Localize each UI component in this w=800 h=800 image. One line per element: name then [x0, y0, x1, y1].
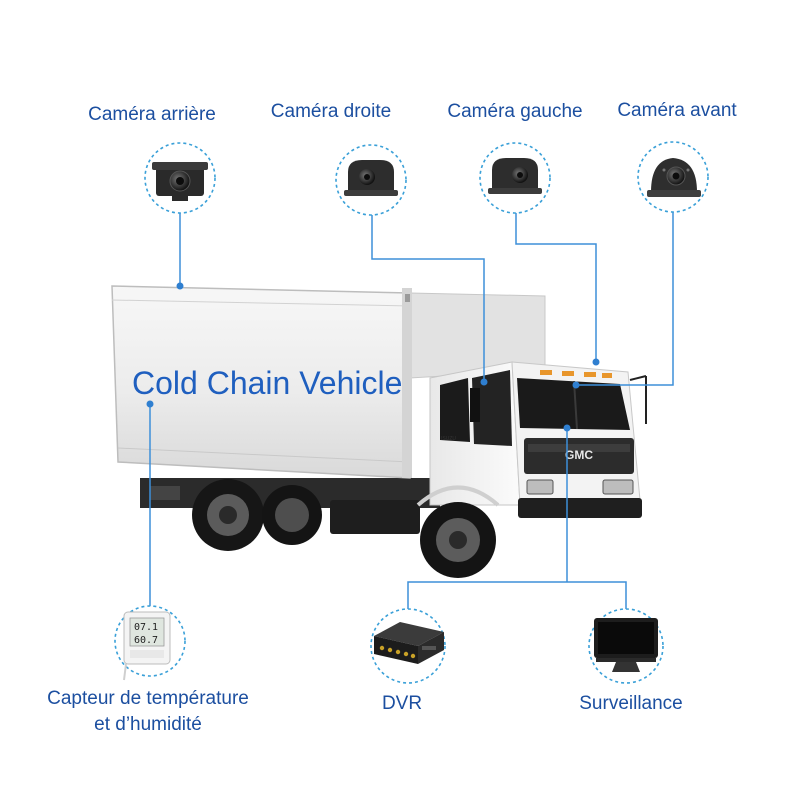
connector-left-camera	[515, 212, 597, 362]
fuel-tank	[330, 500, 420, 534]
temperature-humidity-sensor-icon: 07.1 60.7	[123, 611, 171, 681]
dome-camera-icon	[647, 158, 701, 197]
label-dvr: DVR	[381, 693, 423, 714]
box-text: Cold Chain Vehicle	[132, 365, 402, 401]
cab-door-window	[472, 370, 512, 446]
label-sensor-line2: et d’humidité	[94, 714, 202, 735]
label-surveillance: Surveillance	[579, 693, 683, 714]
label-left-camera: Caméra gauche	[447, 101, 583, 122]
rear-wheel	[192, 479, 264, 551]
dvr-icon	[374, 622, 444, 664]
label-sensor-line1: Capteur de température	[47, 688, 249, 709]
headlight-right	[602, 479, 634, 495]
connector-lines	[149, 212, 674, 612]
grille-logo: GMC	[565, 448, 593, 462]
side-mirror	[470, 388, 480, 422]
cargo-box: Cold Chain Vehicle	[111, 285, 546, 479]
cab-side-window	[440, 378, 470, 442]
sensor-device: 07.1 60.7	[114, 605, 186, 681]
monitor-icon	[594, 618, 658, 672]
dvr-device	[370, 608, 446, 684]
truck: Cold Chain Vehicle ISUZU	[111, 285, 647, 578]
front-camera-device	[637, 141, 709, 213]
connector-dots	[146, 282, 600, 432]
front-bumper	[518, 498, 642, 518]
sensor-reading-1: 07.1	[134, 622, 158, 633]
rear-wheel-2	[262, 485, 322, 545]
label-front-camera: Caméra avant	[617, 100, 737, 121]
windshield	[517, 378, 630, 430]
side-camera-left-icon	[488, 158, 542, 194]
sensor-reading-2: 60.7	[134, 635, 158, 646]
right-camera-device	[335, 144, 407, 216]
label-rear-camera: Caméra arrière	[88, 104, 216, 125]
connector-dvr-monitor	[407, 581, 627, 612]
left-camera-device	[479, 142, 551, 214]
monitor-device	[588, 608, 664, 684]
rear-camera-icon	[152, 162, 208, 201]
rear-camera-device	[144, 142, 216, 214]
chassis-step	[150, 486, 180, 500]
label-right-camera: Caméra droite	[270, 101, 392, 122]
headlight-left	[526, 479, 554, 495]
side-camera-right-icon	[344, 160, 398, 196]
connector-right-camera	[371, 215, 485, 382]
door-badge: ISUZU	[441, 436, 456, 442]
truck-cab: ISUZU GMC	[416, 361, 647, 578]
front-wheel	[420, 502, 496, 578]
connector-front-camera	[576, 212, 674, 386]
